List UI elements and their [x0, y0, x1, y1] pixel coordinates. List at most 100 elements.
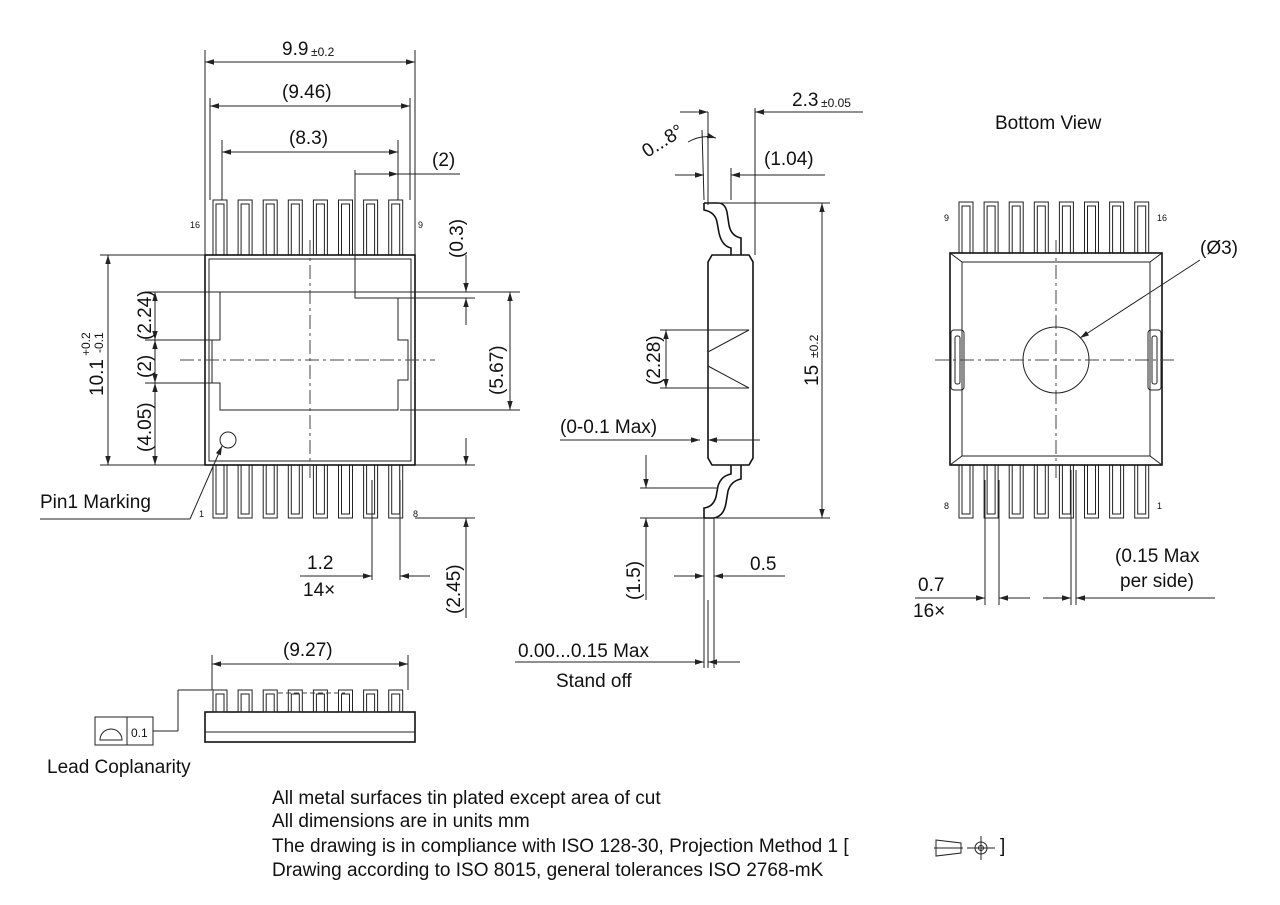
bottom-lead [958, 464, 974, 519]
bottom-pin-label-9: 9 [944, 213, 949, 223]
notes: All metal surfaces tin plated except are… [272, 788, 1005, 881]
dim-0-01-max: (0-0.1 Max) [560, 417, 657, 438]
dim-side-height-tol: ±0.05 [821, 96, 851, 110]
side-body [707, 254, 754, 466]
bottom-view: Bottom View (Ø3) 9 16 8 1 0.7 16× (0.15 … [913, 113, 1238, 622]
front-lead [338, 689, 353, 713]
bottom-lead [1084, 464, 1099, 519]
dim-standoff-label: Stand off [556, 671, 632, 692]
dim-567: (5.67) [487, 345, 508, 395]
bottom-lead [1008, 464, 1024, 519]
dim-side-length-tol: ±0.2 [807, 334, 821, 358]
dim-body-height-tol-minus: -0.1 [92, 332, 106, 353]
bottom-circle-marker [1022, 326, 1090, 394]
dim-tab-offset: (2) [432, 150, 455, 171]
dim-224: (2.24) [135, 290, 156, 340]
dim-body-height-tol-plus: +0.2 [79, 332, 93, 356]
dim-max-per-side-1: (0.15 Max [1115, 546, 1200, 567]
bottom-leads-lower [958, 464, 1150, 519]
bottom-pin-label-8: 8 [944, 501, 949, 511]
front-lead [388, 689, 404, 713]
bottom-lead [1058, 201, 1074, 254]
dim-width-overall-tol: ±0.2 [311, 45, 335, 59]
bottom-lead [983, 201, 999, 254]
bottom-lead [1109, 201, 1125, 254]
dim-lead-count: 16× [913, 601, 945, 622]
front-lead [363, 689, 379, 713]
dim-pitch-count: 14× [303, 580, 335, 601]
pin-label-8: 8 [413, 509, 418, 519]
top-leads-lower [212, 464, 404, 519]
top-lead [338, 199, 353, 256]
bottom-view-title: Bottom View [995, 113, 1102, 134]
bottom-pin-label-16: 16 [1157, 213, 1167, 223]
top-lead [363, 199, 379, 256]
pin1-marking-label: Pin1 Marking [40, 492, 151, 513]
top-view: 9.9 ±0.2 (9.46) (8.3) (2) (0.3) (5.67) 1… [40, 39, 520, 618]
top-lead [287, 199, 303, 256]
projection-method-icon [934, 836, 995, 860]
side-view: 2.3 ±0.05 0...8° (1.04) (2.28) (0-0.1 Ma… [515, 90, 863, 692]
pin-label-1: 1 [199, 509, 204, 519]
bottom-lead [1008, 201, 1024, 254]
top-lead [338, 464, 353, 519]
dim-standoff-value: 0.00...0.15 Max [518, 641, 649, 662]
bottom-pin-label-1: 1 [1157, 501, 1162, 511]
top-lead [388, 199, 404, 256]
bottom-lead [1134, 201, 1150, 254]
top-lead [287, 464, 303, 519]
coplanarity-value: 0.1 [131, 726, 148, 740]
bottom-lead [1109, 464, 1125, 519]
dim-max-per-side-2: per side) [1120, 571, 1194, 592]
top-lead [237, 199, 253, 256]
top-lead [212, 199, 228, 256]
front-body [204, 711, 416, 743]
dim-tab-width: (8.3) [289, 128, 328, 149]
top-tab-outline [211, 291, 409, 411]
dim-2: (2) [135, 355, 156, 378]
dim-tab-gap: (0.3) [447, 219, 468, 258]
dim-104: (1.04) [764, 149, 814, 170]
note-3-close: ] [1000, 836, 1005, 857]
front-lead [312, 689, 328, 713]
top-lead [212, 464, 228, 519]
bottom-lead [1134, 464, 1150, 519]
dim-angle: 0...8° [639, 121, 688, 162]
pin-label-9: 9 [418, 220, 423, 230]
front-lead [237, 689, 253, 713]
dim-lead-length: (2.45) [444, 564, 465, 614]
bottom-lead [1084, 201, 1099, 254]
pin-label-16: 16 [190, 220, 200, 230]
top-lead [237, 464, 253, 519]
front-lead [287, 689, 303, 713]
bottom-lead [1033, 464, 1049, 519]
note-1: All metal surfaces tin plated except are… [272, 788, 661, 809]
top-lead [262, 464, 278, 519]
top-lead [312, 464, 328, 519]
top-lead [363, 464, 379, 519]
note-3: The drawing is in compliance with ISO 12… [272, 836, 849, 857]
front-leads [212, 689, 404, 713]
bottom-leads-upper [958, 201, 1150, 254]
dim-405: (4.05) [135, 402, 156, 452]
bottom-lead [1033, 201, 1049, 254]
note-4: Drawing according to ISO 8015, general t… [272, 860, 824, 881]
top-lead [312, 199, 328, 256]
top-lead [262, 199, 278, 256]
dim-228: (2.28) [644, 335, 665, 385]
pin1-marker [219, 431, 237, 449]
dim-side-height: 2.3 [792, 90, 818, 111]
top-leads-upper [212, 199, 404, 256]
side-tab [707, 329, 750, 353]
front-lead [212, 689, 228, 713]
side-lead-upper [704, 202, 742, 255]
coplanarity-symbol [99, 728, 123, 741]
coplanarity-label: Lead Coplanarity [47, 757, 191, 778]
dim-body-height: 10.1 [87, 359, 108, 396]
dim-15: (1.5) [624, 561, 645, 600]
front-view: (9.27) 0.1 Lead Coplanarity [47, 640, 416, 778]
bottom-lead [958, 201, 974, 254]
dim-width-inner: (9.46) [282, 82, 332, 103]
bottom-lead [983, 464, 999, 519]
